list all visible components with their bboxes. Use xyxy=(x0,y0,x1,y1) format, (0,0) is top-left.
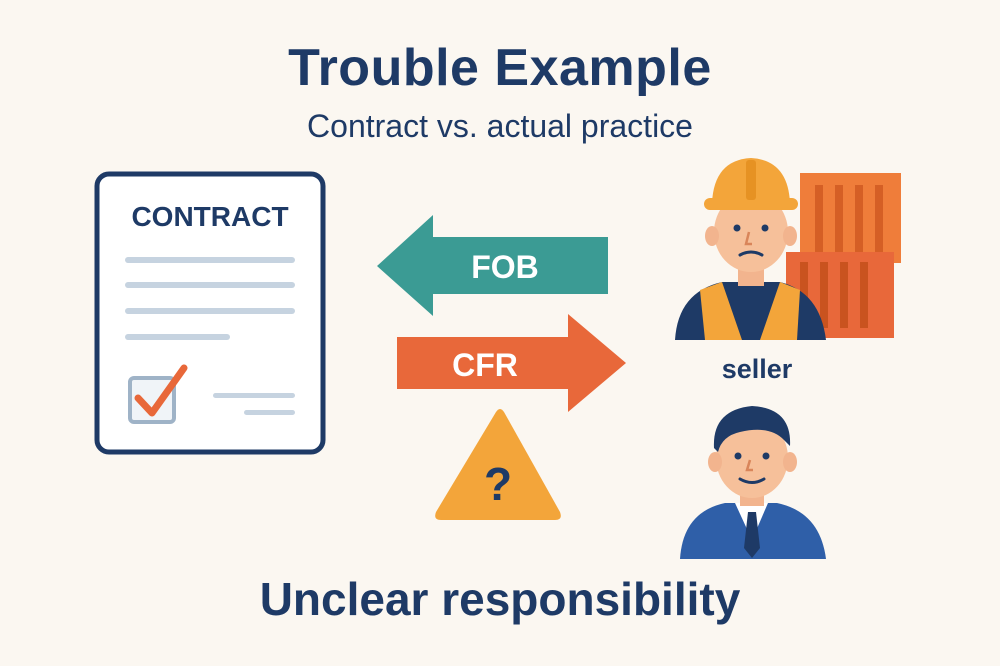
warning-symbol: ? xyxy=(484,458,512,510)
checkbox-check-icon xyxy=(128,364,188,424)
contract-document-icon: CONTRACT xyxy=(94,171,326,455)
cfr-label: CFR xyxy=(452,347,518,383)
page-title: Trouble Example xyxy=(288,39,712,97)
fob-arrow: FOB xyxy=(377,215,608,316)
footer-caption: Unclear responsibility xyxy=(259,573,741,625)
warning-triangle-icon: ? xyxy=(435,409,561,520)
fob-label: FOB xyxy=(471,249,539,285)
cfr-arrow: CFR xyxy=(397,314,626,412)
seller-label: seller xyxy=(722,354,793,384)
businessman-icon xyxy=(680,406,826,559)
construction-worker-icon xyxy=(675,158,826,340)
page-subtitle: Contract vs. actual practice xyxy=(307,108,693,144)
contract-heading: CONTRACT xyxy=(131,201,288,232)
